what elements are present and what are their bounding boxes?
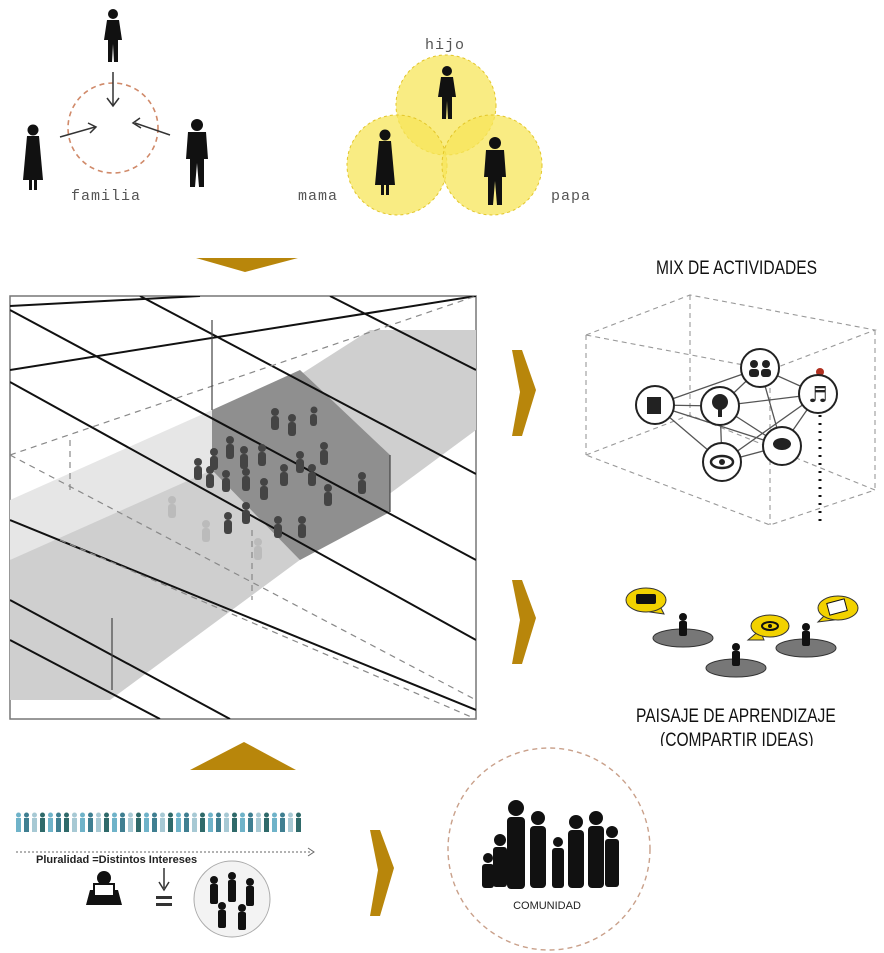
community-label: COMUNIDAD [496,895,598,917]
label-papa: papa [551,188,592,205]
plurality-diagram [16,812,315,938]
diverse-people-row [16,812,301,832]
svg-text:♬: ♬ [808,383,828,408]
arrow-right-3 [370,830,394,916]
arrow-down [196,258,298,272]
learning-title-line1: PAISAJE DE APRENDIZAJE [636,706,836,727]
child-figure [104,9,122,62]
label-mama: mama [298,188,339,205]
family-diagram [23,9,208,190]
tablet-icon [816,595,859,623]
reading-person-icon [86,871,122,905]
arrow-up [190,742,296,770]
activities-diagram: ♬ [584,294,878,526]
tree-icon [700,386,740,426]
arrow-right-2 [512,580,536,664]
mother-figure [23,124,43,190]
plaza-diagram [9,295,477,720]
people-icon [740,348,780,388]
book-icon [635,385,675,425]
label-hijo: hijo [425,37,466,54]
bus-icon [625,587,667,615]
family-venn [346,54,543,216]
father-figure [186,119,208,187]
community-silhouettes [482,800,619,889]
learning-diagram [625,587,859,678]
learning-title-line2: (COMPARTIR IDEAS) [660,730,814,746]
arrow-right-1 [512,350,536,436]
plurality-caption: Pluralidad =Distintos Intereses [36,854,198,866]
music-icon: ♬ [798,374,838,414]
eye-icon [702,442,742,482]
community-diagram [447,747,651,951]
globe-group-icon [193,860,271,938]
activities-title: MIX DE ACTIVIDADES [656,258,818,279]
eye-bubble-icon [746,614,790,641]
label-familia: familia [71,188,142,205]
flow-arrows [190,258,536,916]
crowd [194,406,366,538]
chat-icon [762,426,802,466]
